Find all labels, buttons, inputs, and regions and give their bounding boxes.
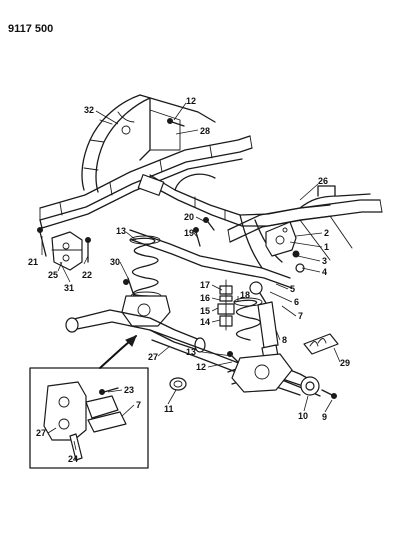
callout-26: 26 — [318, 176, 328, 186]
callout-28: 28 — [200, 126, 210, 136]
diagram-id: 9117 500 — [8, 23, 53, 35]
callout-7-inset: 7 — [136, 400, 141, 410]
callout-25: 25 — [48, 270, 58, 280]
callout-32: 32 — [84, 105, 94, 115]
callout-19: 19 — [184, 228, 194, 238]
fasteners — [167, 118, 305, 363]
inset-detail-box — [29, 367, 149, 469]
splash-shield — [303, 333, 339, 355]
callout-7: 7 — [298, 311, 303, 321]
callout-21: 21 — [28, 257, 38, 267]
callout-18: 18 — [240, 290, 250, 300]
callout-15: 15 — [200, 306, 210, 316]
lower-bushing — [169, 377, 187, 391]
callout-1: 1 — [324, 242, 329, 252]
callout-6: 6 — [294, 297, 299, 307]
right-lower-arm — [227, 353, 337, 399]
callout-29: 29 — [340, 358, 350, 368]
callout-24: 24 — [68, 454, 78, 464]
callout-10: 10 — [298, 411, 308, 421]
left-strut-knuckle — [121, 277, 171, 327]
callout-23: 23 — [124, 385, 134, 395]
left-frame-rail — [39, 135, 253, 229]
callout-16: 16 — [200, 293, 210, 303]
callout-14: 14 — [200, 317, 210, 327]
callout-17: 17 — [200, 280, 210, 290]
callout-20: 20 — [184, 212, 194, 222]
callout-31: 31 — [64, 283, 74, 293]
callout-13-right: 13 — [186, 347, 196, 357]
left-mount-bracket — [37, 227, 91, 271]
fender-shield — [81, 94, 216, 193]
leader-lines — [41, 102, 341, 451]
callout-8: 8 — [282, 335, 287, 345]
callout-27: 27 — [148, 352, 158, 362]
callout-11: 11 — [164, 404, 174, 414]
callout-22: 22 — [82, 270, 92, 280]
bump-stop-stack — [217, 279, 235, 331]
callout-12-lower: 12 — [196, 362, 206, 372]
callout-2: 2 — [324, 228, 329, 238]
frame-bracket-right — [265, 221, 297, 257]
callout-5: 5 — [290, 284, 295, 294]
callout-3: 3 — [322, 256, 327, 266]
callout-30: 30 — [110, 257, 120, 267]
left-coil-spring — [129, 235, 162, 301]
callout-4: 4 — [322, 267, 327, 277]
right-frame-rail — [227, 185, 383, 261]
callout-13-left: 13 — [116, 226, 126, 236]
callout-labels: 32 12 28 26 2 1 3 4 5 6 7 8 20 19 13 30 … — [28, 96, 350, 464]
callout-12: 12 — [186, 96, 196, 106]
right-coil-spring — [233, 297, 263, 341]
callout-9: 9 — [322, 412, 327, 422]
callout-27-inset: 27 — [36, 428, 46, 438]
